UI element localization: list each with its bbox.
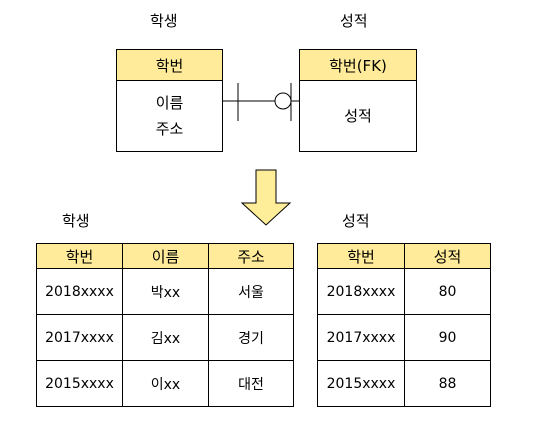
student-table-title: 학생	[62, 212, 90, 230]
col-header-id: 학번	[36, 243, 123, 269]
student-entity-pk: 학번	[117, 50, 222, 81]
col-header-score: 성적	[404, 243, 491, 269]
table-header-row: 학번 성적	[317, 243, 491, 269]
table-row: 2017xxxx 김xx 경기	[36, 314, 294, 361]
student-attr-address: 주소	[155, 120, 184, 138]
table-row: 2018xxxx 박xx 서울	[36, 268, 294, 315]
student-entity-attributes: 이름 주소	[117, 81, 222, 151]
down-arrow-icon	[240, 169, 292, 226]
grade-entity: 학번(FK) 성적	[299, 49, 417, 152]
grade-attr-score: 성적	[344, 107, 372, 125]
table-cell: 대전	[208, 360, 294, 407]
zero-marker	[274, 92, 292, 110]
table-cell: 2018xxxx	[36, 268, 123, 315]
student-table: 학번 이름 주소 2018xxxx 박xx 서울 2017xxxx 김xx 경기…	[36, 243, 294, 407]
table-row: 2018xxxx 80	[317, 268, 491, 315]
student-entity-title: 학생	[150, 12, 178, 30]
grade-table: 학번 성적 2018xxxx 80 2017xxxx 90 2015xxxx 8…	[317, 243, 491, 407]
student-attr-name: 이름	[155, 94, 184, 112]
grade-entity-fk: 학번(FK)	[300, 50, 416, 81]
table-cell: 경기	[208, 314, 294, 361]
col-header-name: 이름	[122, 243, 209, 269]
table-cell: 90	[404, 314, 491, 361]
table-row: 2015xxxx 88	[317, 360, 491, 407]
col-header-id: 학번	[317, 243, 405, 269]
table-cell: 2018xxxx	[317, 268, 405, 315]
table-cell: 80	[404, 268, 491, 315]
grade-entity-title: 성적	[340, 12, 368, 30]
student-entity: 학번 이름 주소	[116, 49, 223, 152]
grade-entity-attributes: 성적	[300, 81, 416, 151]
col-header-address: 주소	[208, 243, 294, 269]
table-row: 2017xxxx 90	[317, 314, 491, 361]
table-cell: 88	[404, 360, 491, 407]
table-cell: 이xx	[122, 360, 209, 407]
table-cell: 김xx	[122, 314, 209, 361]
table-cell: 2015xxxx	[36, 360, 123, 407]
table-header-row: 학번 이름 주소	[36, 243, 294, 269]
table-cell: 박xx	[122, 268, 209, 315]
table-row: 2015xxxx 이xx 대전	[36, 360, 294, 407]
table-cell: 2017xxxx	[317, 314, 405, 361]
table-cell: 2017xxxx	[36, 314, 123, 361]
table-cell: 서울	[208, 268, 294, 315]
table-cell: 2015xxxx	[317, 360, 405, 407]
grade-table-title: 성적	[342, 212, 370, 230]
